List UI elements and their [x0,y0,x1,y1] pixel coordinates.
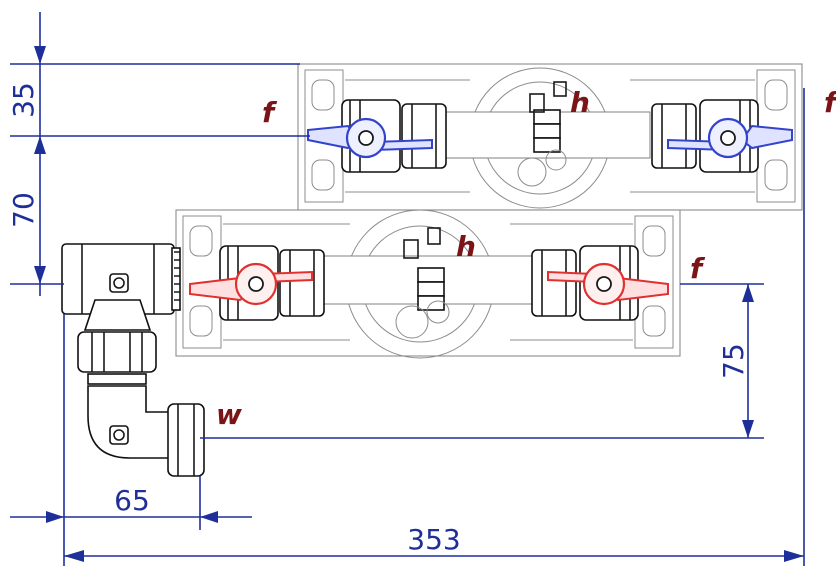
dimension-lines [10,12,805,566]
dimension-35: 35 [7,82,40,118]
dimension-75: 75 [717,343,750,379]
upper-right-valve-handle[interactable] [667,117,793,159]
label-h-lower: h [456,230,476,263]
tee-and-elbow-fitting [61,243,205,477]
label-w: w [216,398,242,431]
dimension-70: 70 [7,192,40,228]
upper-left-valve-handle[interactable] [307,117,433,159]
lower-left-valve-handle[interactable] [189,262,313,306]
label-f-upper-right: f [824,86,836,119]
label-h-upper: h [570,86,590,119]
dimension-65: 65 [114,484,150,517]
label-f-upper-left: f [262,96,278,129]
lower-right-valve-handle[interactable] [547,262,669,306]
label-f-lower-right: f [690,252,706,285]
dimension-353: 353 [407,523,460,556]
